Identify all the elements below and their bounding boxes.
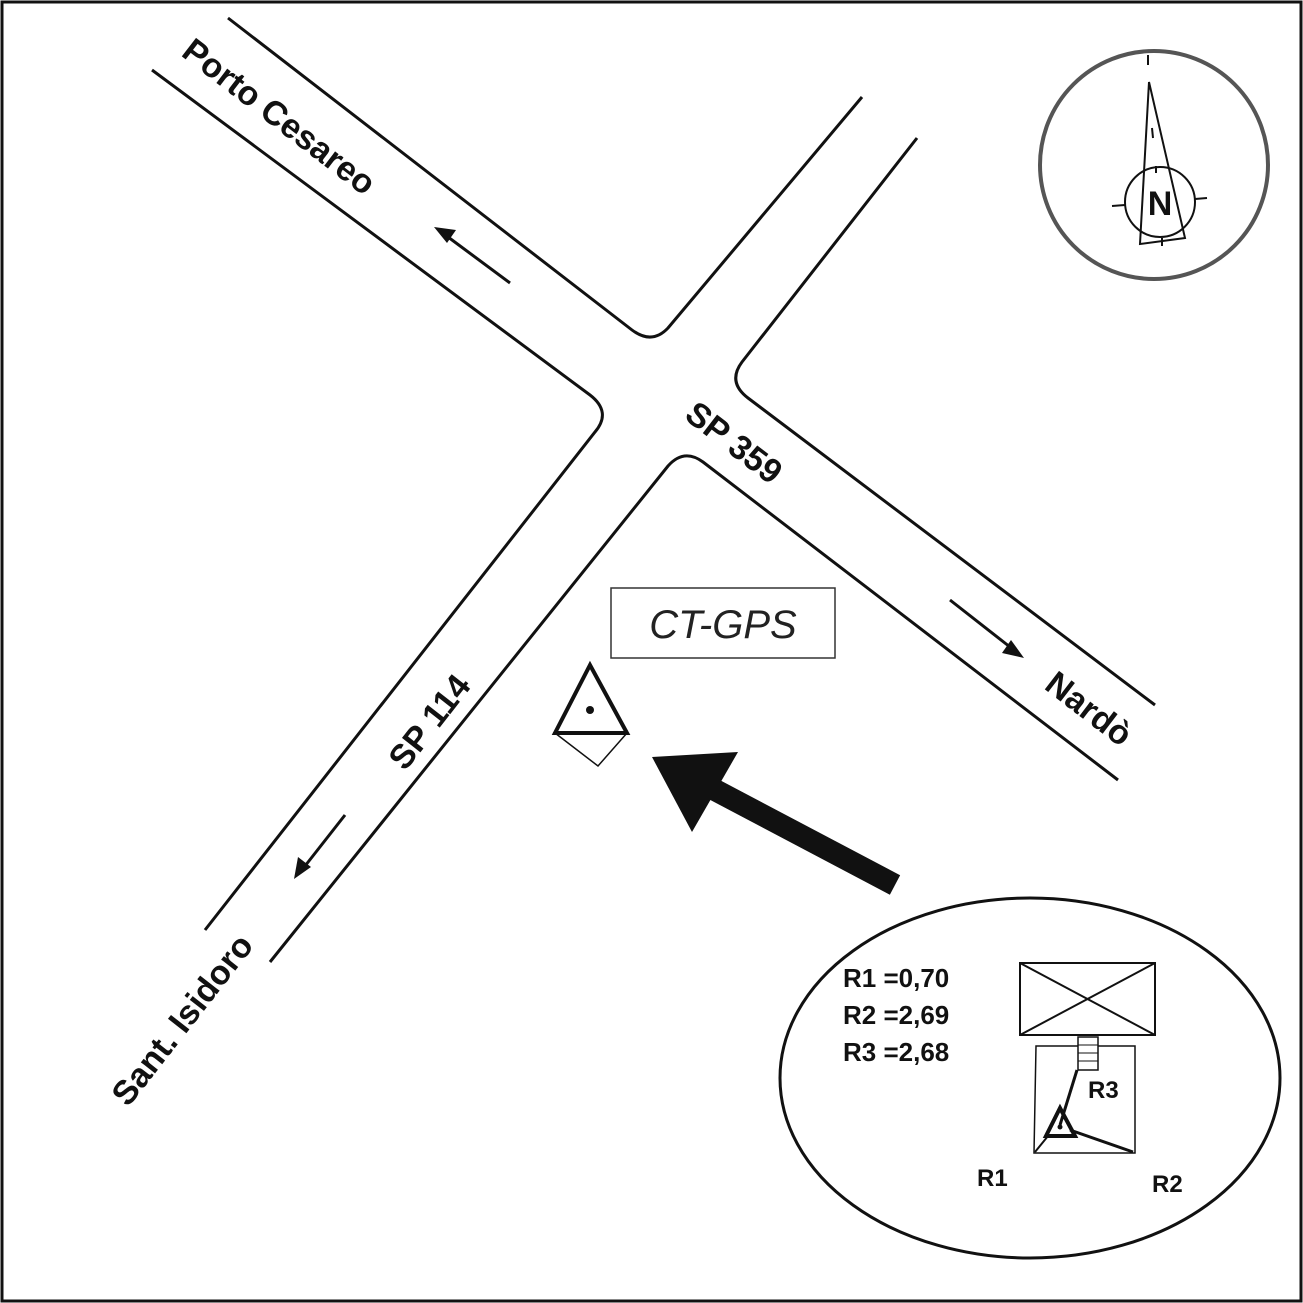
compass-ring	[1038, 49, 1270, 281]
building-icon	[1019, 962, 1156, 1036]
inset-label-r3: R3	[1088, 1077, 1119, 1104]
inset-label-r1: R1	[977, 1165, 1008, 1192]
road-edge-north	[227, 16, 864, 339]
arrow-to-porto-cesareo	[434, 227, 511, 285]
road-edge-west	[151, 68, 604, 931]
terrace-outline	[1033, 1045, 1136, 1154]
pointer-arrow-to-station	[652, 752, 901, 895]
measure-r3: R3 =2,68	[843, 1037, 949, 1067]
measure-r1: R1 =0,70	[843, 963, 949, 993]
stairs-icon	[1077, 1036, 1099, 1071]
measure-r2: R2 =2,69	[843, 1000, 949, 1030]
station-label-box	[610, 587, 836, 659]
arrow-to-sant-isidoro	[294, 814, 347, 879]
inset-label-r2: R2	[1152, 1171, 1183, 1198]
distance-line-r2	[1069, 1128, 1134, 1154]
compass-north-letter: N	[1148, 185, 1173, 223]
north-arrow-compass: N	[1038, 49, 1270, 281]
arrow-to-nardo	[949, 598, 1024, 658]
site-detail-inset: R1 =0,70 R2 =2,69 R3 =2,68 R3 R1 R2	[778, 896, 1282, 1260]
road-edge-east	[734, 137, 1156, 707]
gps-benchmark-icon	[551, 660, 631, 768]
road-edge-south	[268, 454, 1119, 963]
road-network	[151, 16, 1156, 963]
station-label: CT-GPS	[649, 603, 797, 647]
inset-benchmark-icon	[1042, 1103, 1079, 1138]
distance-line-r1	[1034, 1135, 1049, 1153]
